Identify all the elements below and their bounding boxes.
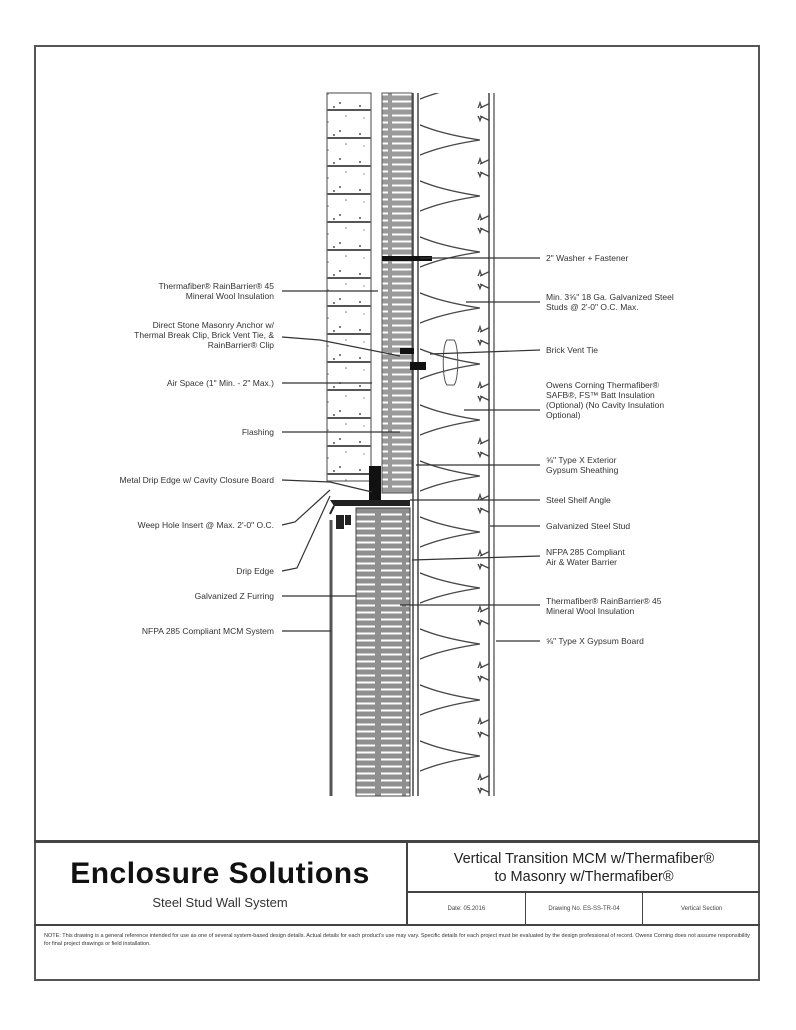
label-mcm-system: NFPA 285 Compliant MCM System [141,626,274,636]
label-galvanized-stud: Galvanized Steel Stud [546,521,631,531]
label-batt-insulation: Owens Corning Thermafiber® SAFB®, FS™ Ba… [546,380,665,420]
label-brick-vent-tie: Brick Vent Tie [546,345,598,355]
brick-veneer [326,92,372,482]
title-block-info: Vertical Transition MCM w/Thermafiber® t… [408,840,760,925]
title-block: Enclosure Solutions Steel Stud Wall Syst… [34,840,760,981]
label-metal-drip-edge: Metal Drip Edge w/ Cavity Closure Board [119,475,274,485]
title-block-brand: Enclosure Solutions Steel Stud Wall Syst… [34,840,408,924]
label-z-furring: Galvanized Z Furring [194,591,274,601]
label-washer-fastener: 2" Washer + Fastener [546,253,629,263]
brand-name: Enclosure Solutions [70,857,370,890]
shelf-angle-flashing [329,466,410,529]
drawing-title: Vertical Transition MCM w/Thermafiber® t… [408,843,760,893]
disclaimer-note: NOTE: This drawing is a general referenc… [34,924,760,981]
label-shelf-angle: Steel Shelf Angle [546,495,611,505]
drawing-number-cell: Drawing No. ES-SS-TR-04 [526,893,644,925]
label-gypsum-sheathing: ⅝" Type X Exterior Gypsum Sheathing [546,455,619,475]
drawing-sheet-frame [34,45,760,981]
lower-mineral-wool [355,507,411,797]
upper-mineral-wool [381,92,413,494]
left-leader-lines [281,290,401,632]
label-weep-hole: Weep Hole Insert @ Max. 2'-0" O.C. [137,520,274,530]
label-steel-studs: Min. 3⅝" 18 Ga. Galvanized Steel Studs @… [546,292,674,312]
masonry-anchor [382,256,459,386]
date-cell: Date: 05.2016 [408,893,526,925]
label-thermafiber-rainbarrier: Thermafiber® RainBarrier® 45 Mineral Woo… [158,281,274,301]
right-leader-lines [400,257,541,642]
wall-section-drawing [281,92,541,797]
label-rainbarrier-lower: Thermafiber® RainBarrier® 45 Mineral Woo… [546,596,662,616]
title-block-cells: Date: 05.2016 Drawing No. ES-SS-TR-04 Ve… [408,893,760,925]
label-air-space: Air Space (1" Min. - 2" Max.) [166,378,274,388]
label-air-water-barrier: NFPA 285 Compliant Air & Water Barrier [546,547,625,567]
label-gypsum-board: ⅝" Type X Gypsum Board [546,636,644,646]
view-type-cell: Vertical Section [681,906,723,912]
system-subtitle: Steel Stud Wall System [152,895,288,910]
label-masonry-anchor: Direct Stone Masonry Anchor w/ Thermal B… [134,320,274,350]
sheathing [412,93,419,796]
stud-cavity-insulation [420,93,495,796]
label-drip-edge: Drip Edge [236,566,274,576]
label-flashing: Flashing [241,427,274,437]
